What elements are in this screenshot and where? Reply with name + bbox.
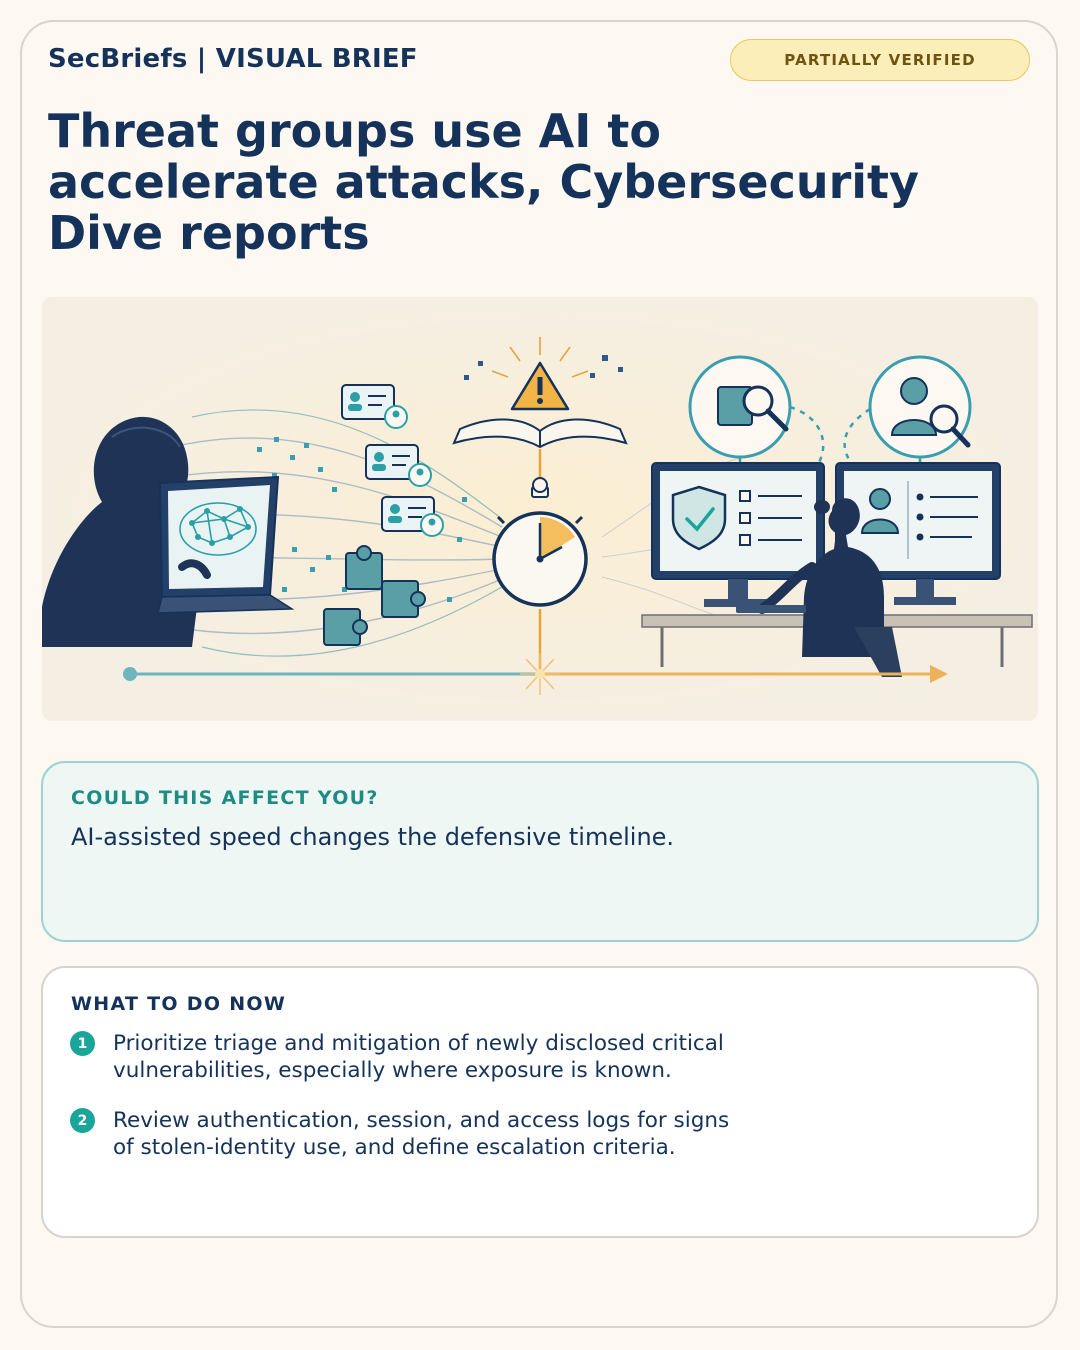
monitor-left [651, 462, 825, 607]
laptop-icon [157, 475, 295, 614]
affect-heading: COULD THIS AFFECT YOU? [71, 787, 379, 809]
warning-icon [510, 361, 570, 411]
todo-step: 1 Prioritize triage and mitigation of ne… [70, 1030, 753, 1084]
step-text: Review authentication, session, and acce… [113, 1108, 730, 1160]
magnifier-icon [688, 355, 972, 474]
affect-text: AI-assisted speed changes the defensive … [71, 823, 675, 851]
todo-panel: WHAT TO DO NOW 1 Prioritize triage and m… [41, 966, 1039, 1238]
stopwatch-icon [492, 477, 588, 607]
shield-check-icon [671, 485, 727, 551]
brain-network-icon [179, 502, 257, 556]
brand-label: SecBriefs | VISUAL BRIEF [48, 44, 418, 74]
step-number-badge: 2 [70, 1108, 95, 1133]
book-icon [452, 418, 628, 449]
analyst-figure [757, 498, 902, 677]
monitor-right [835, 462, 1001, 605]
puzzle-piece-icon [323, 545, 426, 646]
user-icon [890, 377, 938, 436]
attacker-figure [42, 416, 197, 647]
todo-heading: WHAT TO DO NOW [71, 993, 287, 1015]
step-text: Prioritize triage and mitigation of newl… [113, 1031, 724, 1083]
status-badge: PARTIALLY VERIFIED [730, 39, 1030, 81]
step-number-badge: 1 [70, 1031, 95, 1056]
todo-step: 2 Review authentication, session, and ac… [70, 1107, 753, 1161]
affect-panel: COULD THIS AFFECT YOU? AI-assisted speed… [41, 761, 1039, 942]
hero-illustration [42, 297, 1038, 721]
page-title: Threat groups use AI to accelerate attac… [48, 104, 920, 260]
